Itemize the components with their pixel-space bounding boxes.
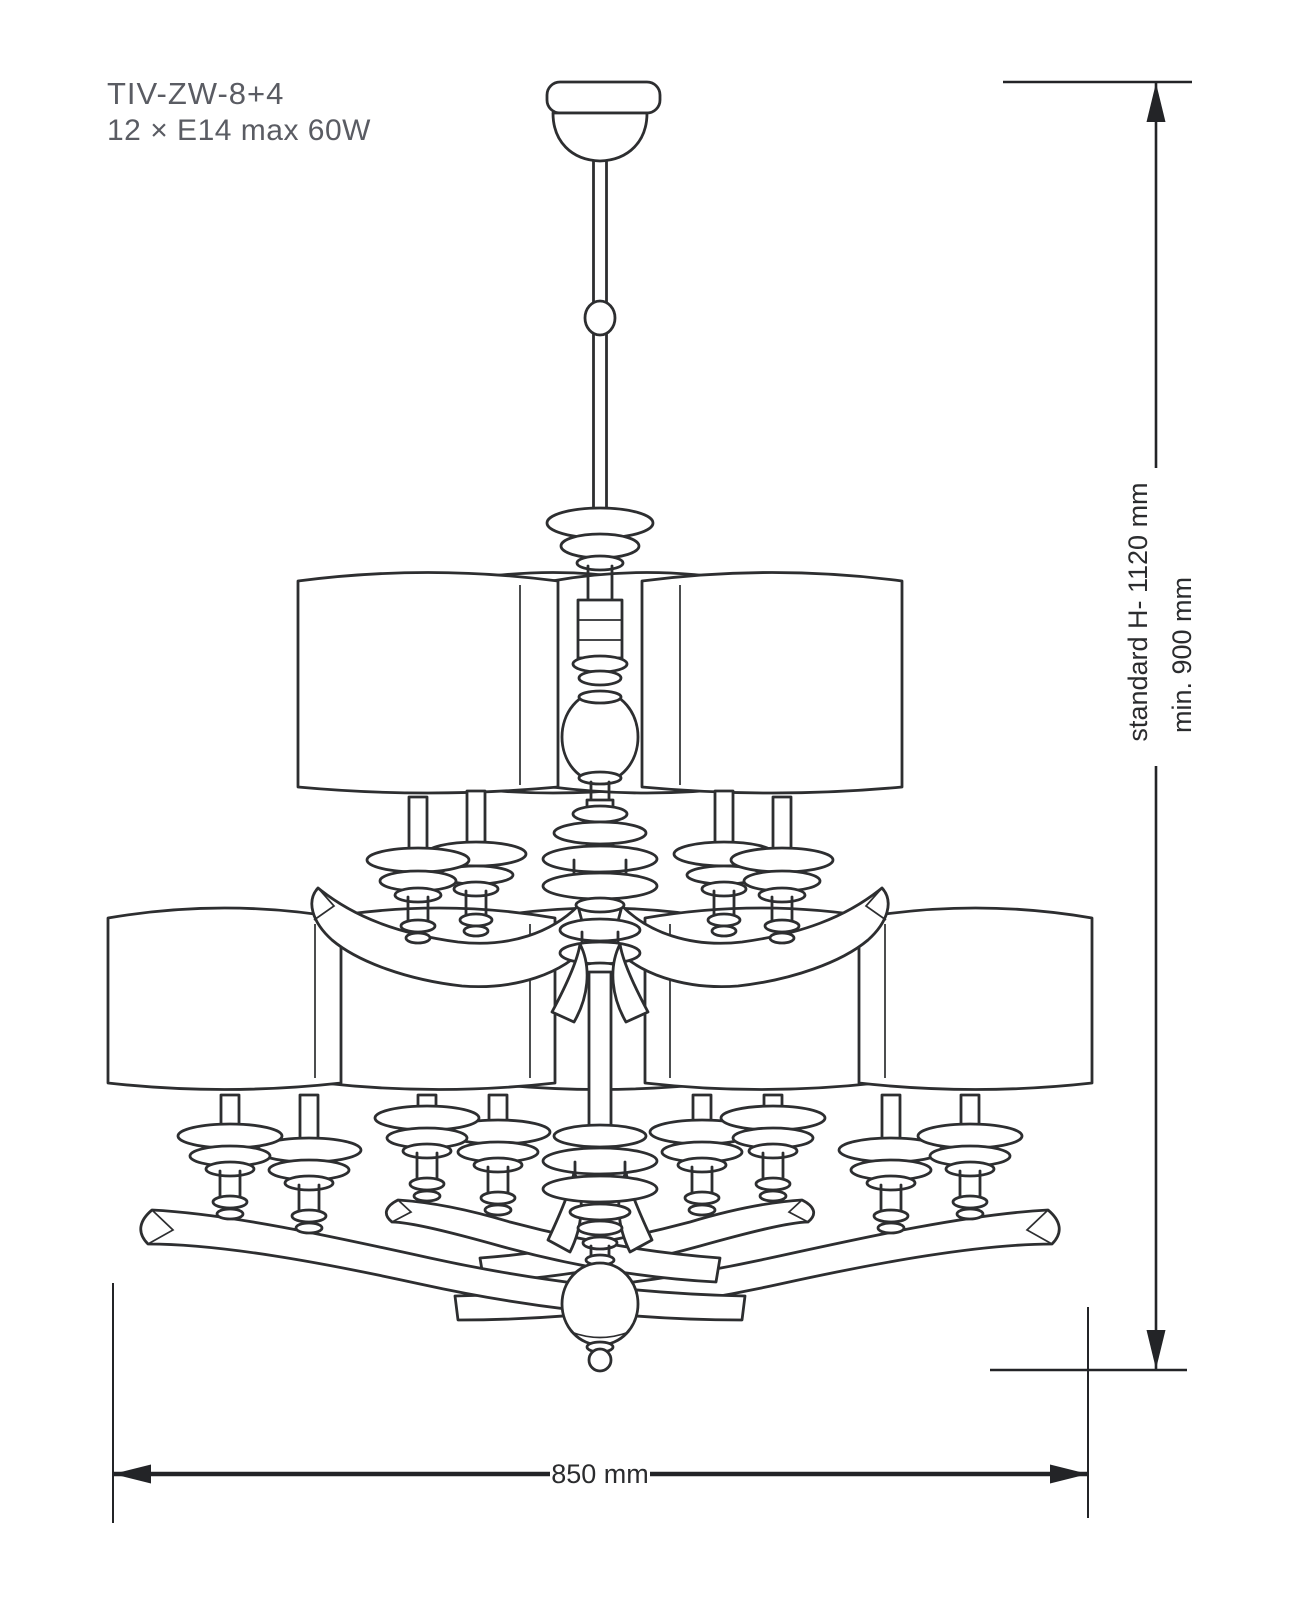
arrowhead-right — [1050, 1464, 1088, 1484]
suspension-rod — [592, 159, 608, 517]
lamp-spec: 12 × E14 max 60W — [107, 114, 371, 147]
central-hub-and-mid-stem — [541, 804, 659, 1130]
header-annotations: TIV-ZW-8+4 12 × E14 max 60W — [107, 76, 371, 147]
finial-ball — [587, 1347, 613, 1373]
hub-flange — [541, 844, 659, 874]
lower-candles-right — [648, 1093, 1024, 1235]
arrowhead-down — [1146, 1330, 1166, 1369]
stem-cylinder — [576, 598, 624, 660]
rod-ball-joint — [583, 299, 617, 337]
ceiling-canopy — [545, 80, 662, 115]
mid-stem-tube — [587, 970, 613, 1130]
width-dimension: 850 mm — [112, 1283, 1089, 1523]
canopy-dome — [551, 111, 649, 163]
height-min-label: min. 900 mm — [1167, 577, 1197, 733]
arrowhead-up — [1146, 83, 1166, 122]
height-standard-label: standard H- 1120 mm — [1123, 482, 1153, 741]
hub-flange — [541, 1174, 659, 1204]
lampshade — [296, 571, 560, 795]
lampshade — [857, 906, 1094, 1091]
hub-flange — [541, 1146, 659, 1176]
product-code: TIV-ZW-8+4 — [107, 76, 284, 111]
lower-hub-and-finial — [541, 1123, 659, 1373]
arrowhead-left — [113, 1464, 151, 1484]
upper-front-shades — [296, 571, 904, 795]
lower-candles-left — [176, 1093, 552, 1235]
height-dimension: standard H- 1120 mm min. 900 mm — [990, 80, 1197, 1372]
lampshade — [640, 571, 904, 795]
stem-sphere — [560, 690, 640, 784]
hub-flange — [541, 871, 659, 901]
width-label: 850 mm — [551, 1459, 649, 1489]
lampshade — [106, 906, 343, 1091]
